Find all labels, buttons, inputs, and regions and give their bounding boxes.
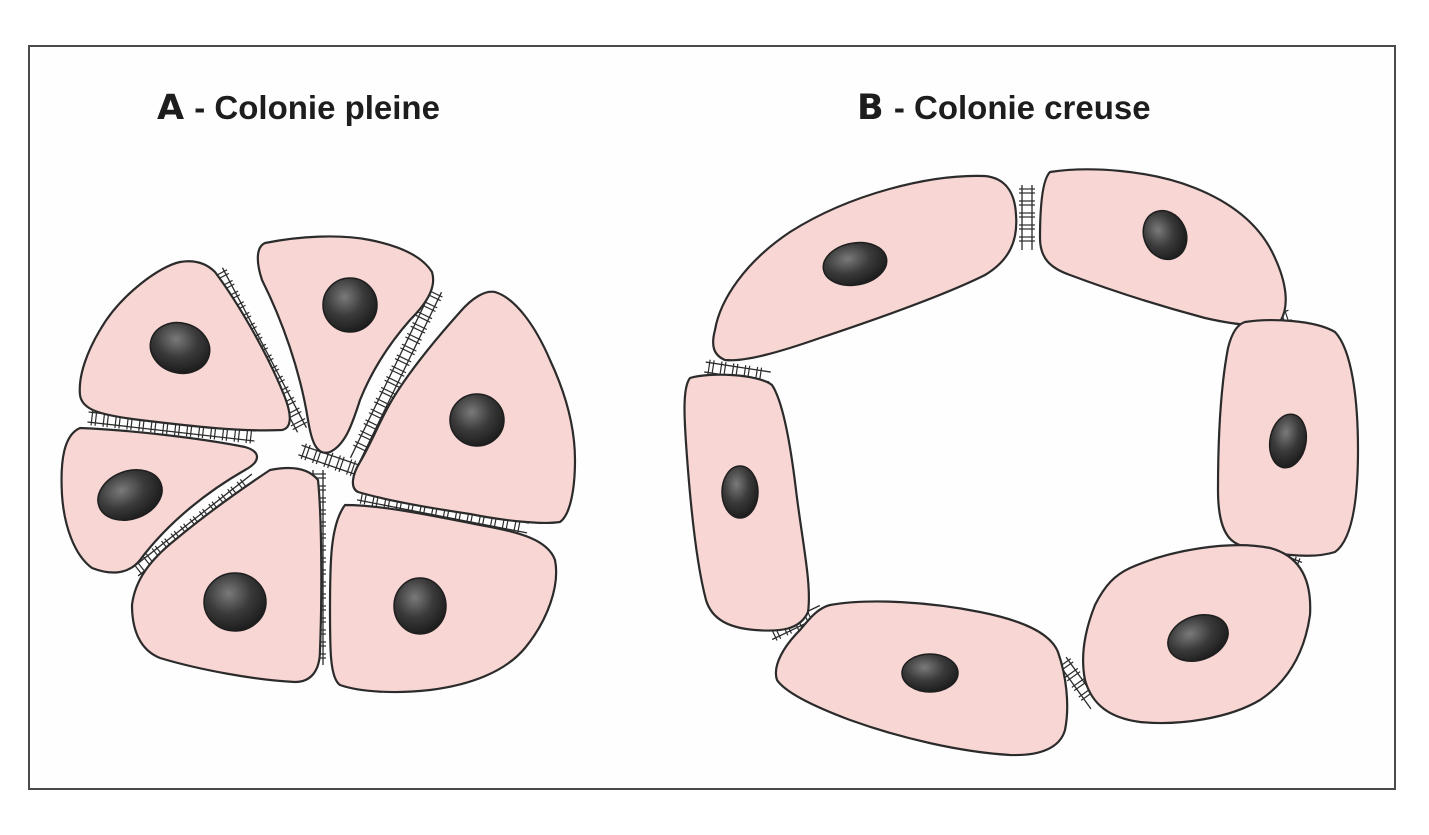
junction-rung [327,452,334,469]
junction-rung [394,358,410,367]
nucleus-a1 [149,321,211,375]
junction-rung [311,447,319,463]
junction-rung [405,336,421,345]
junction-rung [304,444,311,461]
junction-rung [389,368,405,377]
junction-rung [1064,667,1079,679]
junction-rail [301,444,360,466]
junction-rung [90,409,94,426]
junction-rung [334,455,341,471]
cell-a2 [256,235,435,454]
junction-rail [356,499,528,534]
nucleus-b4 [721,465,759,519]
junction-rung [380,386,396,395]
junction-rung [412,322,428,331]
panel-b-title: B - Colonie creuse [857,88,1151,128]
junction-rung [399,347,415,356]
nucleus-b1 [822,241,888,287]
junction-rung [290,418,306,427]
junction-rung [300,443,307,460]
panel-a-colony [60,235,577,694]
panel-a-title: A - Colonie pleine [157,88,440,128]
junction-rung [373,401,389,410]
nucleus-a3 [449,393,505,447]
junction-rung [417,311,433,320]
junction-rung [375,397,391,406]
junction-rung [1066,671,1081,682]
panel-a-caption: - Colonie pleine [194,89,440,126]
nucleus-b5 [1167,614,1229,662]
junction-rail [705,361,771,373]
junction-rung [401,343,417,352]
panel-a-letter: A [157,88,186,128]
panel-b-caption: - Colonie creuse [893,89,1151,126]
junction-rung [349,460,357,477]
nucleus-a6 [393,577,447,635]
junction-rung [415,314,431,323]
junction-rung [292,421,308,431]
panel-b-colony [683,168,1360,757]
junction-rung [386,376,402,385]
nucleus-b3 [1268,413,1308,469]
junction-rail [298,454,357,476]
junction-rung [406,332,422,341]
junction-rung [711,360,715,377]
junction-rail [221,267,308,428]
junction-rung [391,365,407,374]
nucleus-a5 [203,572,267,632]
nucleus-a4 [97,469,163,521]
junction-rung [396,354,412,363]
junction-rung [338,456,345,473]
junction-rung [379,390,395,399]
junction-rung [345,459,353,475]
nucleus-b2 [1142,209,1188,261]
nucleus-a2 [322,277,378,333]
junction-rung [323,451,330,467]
nucleus-b6 [901,653,959,693]
junction-rung [384,379,400,388]
junction-rung [707,359,711,376]
junction-rung [1071,677,1086,688]
panel-b-letter: B [857,88,885,128]
junction-rung [410,325,426,334]
